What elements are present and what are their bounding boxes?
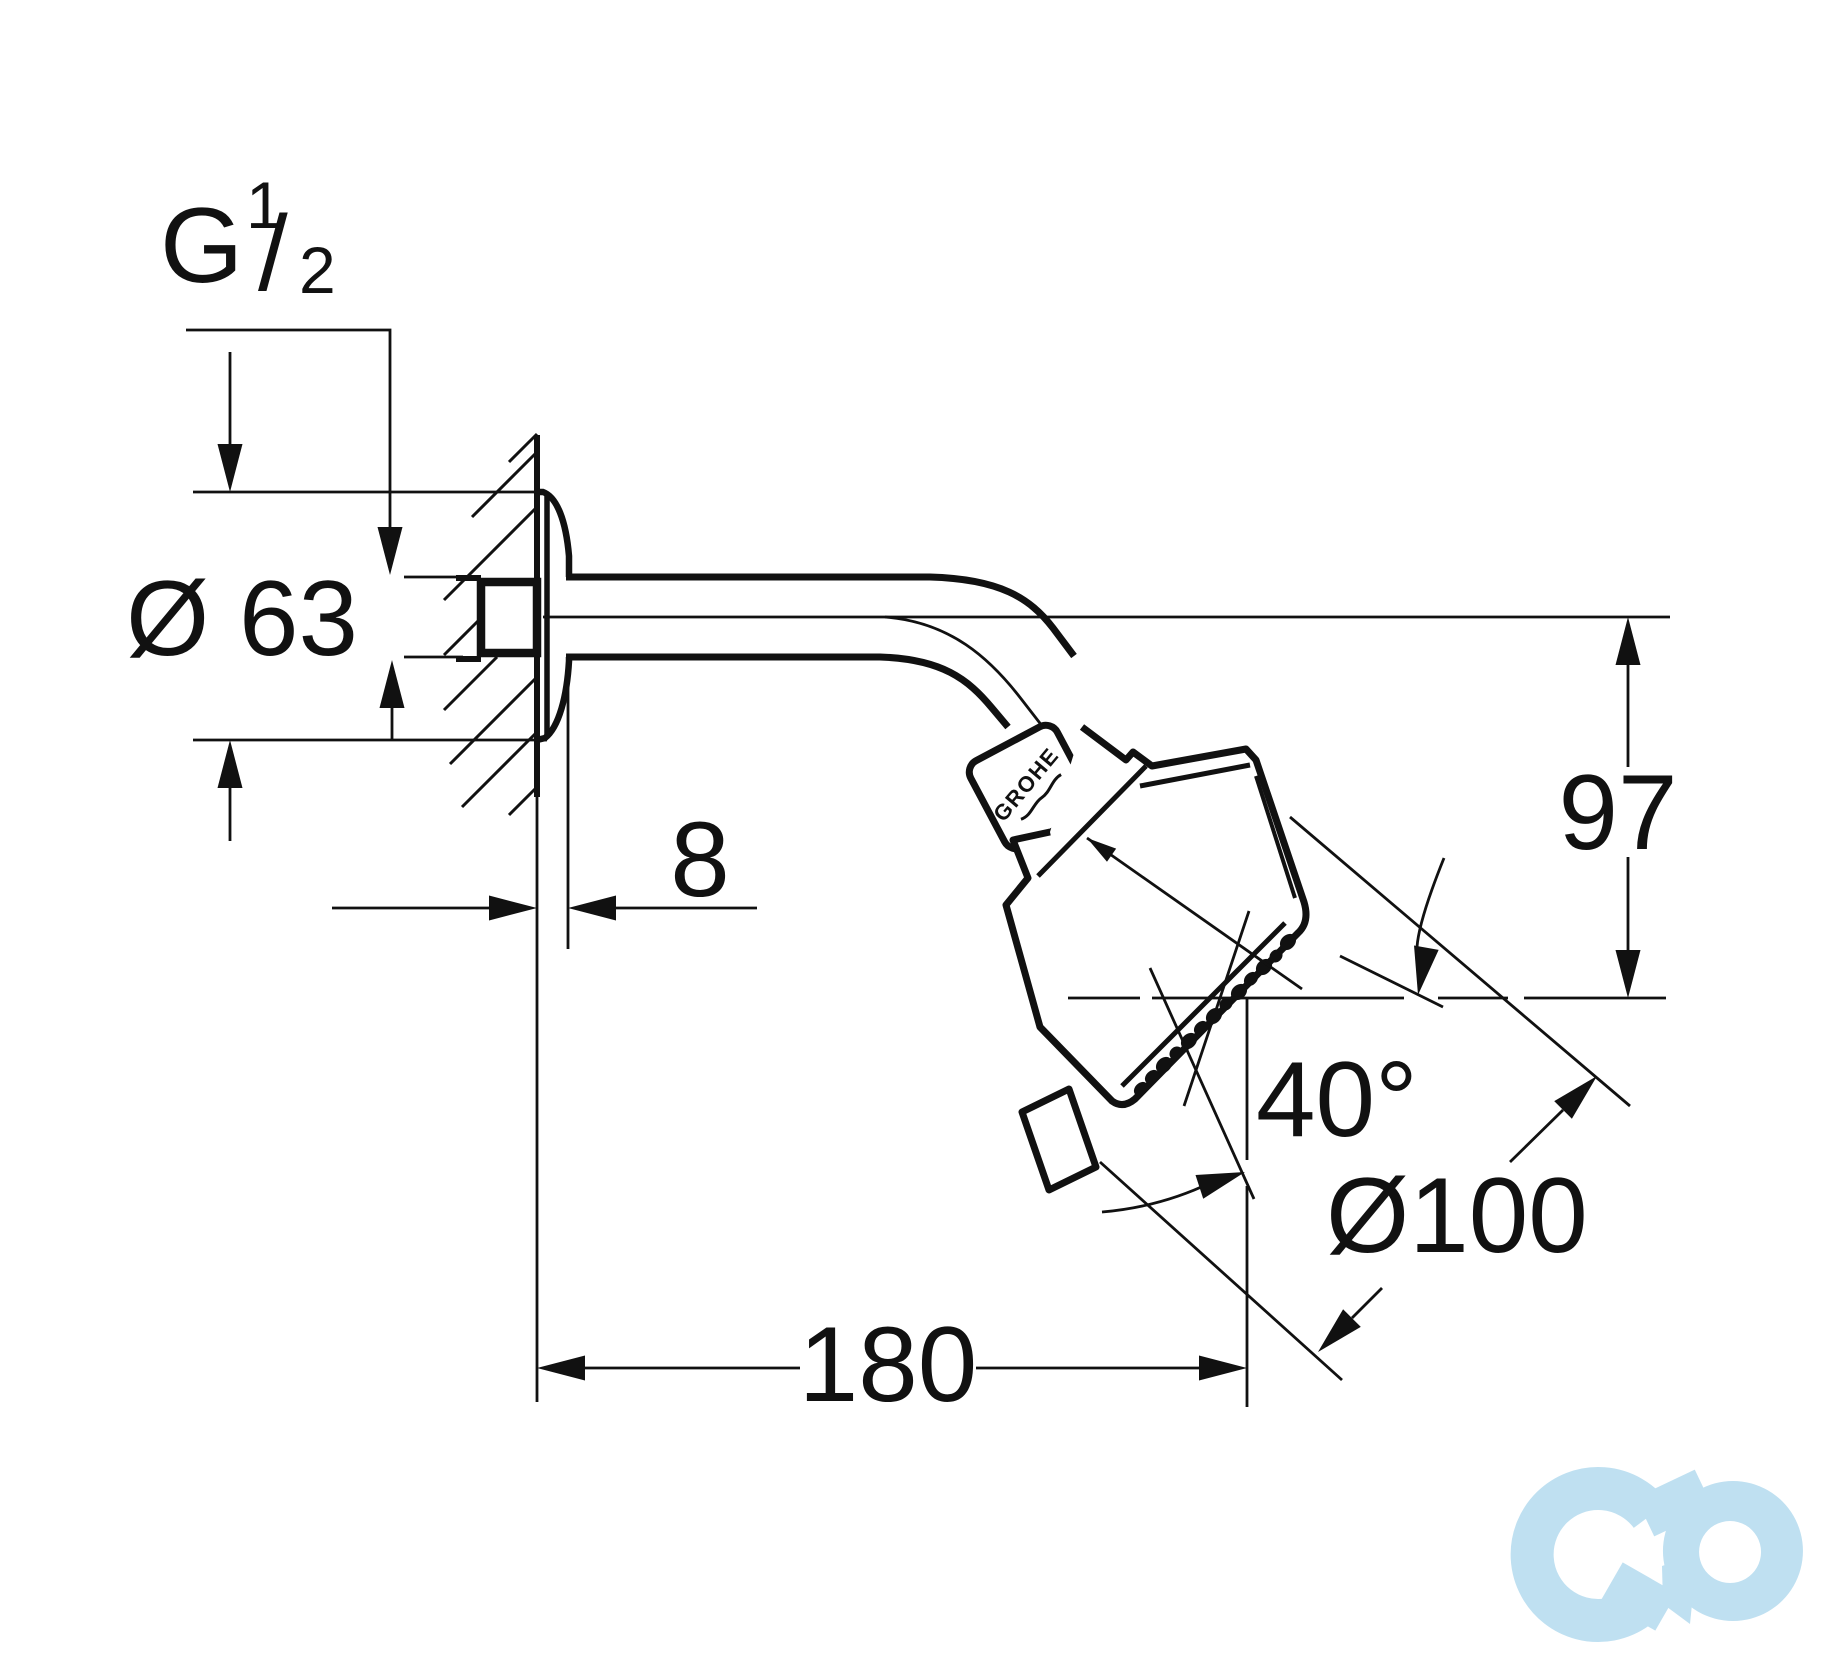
label-head-diameter: Ø100	[1326, 1155, 1588, 1275]
shower-arm	[543, 573, 1670, 732]
label-thread-numerator: 1	[246, 168, 283, 242]
dim-wall-distance: 180	[537, 1304, 1247, 1424]
cone-inner-line	[1254, 775, 1297, 899]
dim-spray-angle: 40°	[1101, 857, 1446, 1407]
logo-bridge-lower	[1601, 1562, 1677, 1631]
label-thread-denominator: 2	[299, 233, 336, 307]
mode-knob	[1018, 1085, 1100, 1194]
face-rim-line	[1120, 921, 1287, 1088]
pipe-stub	[456, 575, 542, 662]
shower-head	[1002, 724, 1310, 1108]
collar-divider-line	[1036, 764, 1148, 878]
dim-thread-g12: G 1 / 2	[160, 168, 463, 741]
logo-c-ring	[1510, 1467, 1674, 1642]
wall-hatching	[442, 432, 539, 817]
backplate-inner-line	[1139, 762, 1251, 789]
arm-bent-axis	[884, 615, 1048, 732]
dim-flange-diameter: Ø 63	[126, 352, 547, 841]
label-head-drop: 97	[1558, 752, 1677, 872]
swivel-construction-lines	[1086, 836, 1303, 1107]
label-flange-diameter: Ø 63	[126, 558, 358, 678]
label-spray-angle: 40°	[1256, 1039, 1418, 1159]
logo-d-ring	[1662, 1481, 1803, 1621]
dim-head-diameter: Ø100	[1099, 815, 1631, 1382]
label-thread-slash: /	[258, 193, 288, 313]
dim-head-drop: 97	[1068, 617, 1678, 1000]
watermark-logo	[1510, 1467, 1803, 1642]
label-flange-depth: 8	[670, 799, 730, 919]
label-thread-g: G	[160, 185, 243, 305]
dim-flange-depth: 8	[332, 664, 757, 1402]
spray-nozzles	[1133, 933, 1297, 1097]
label-wall-distance: 180	[799, 1304, 978, 1424]
logo-foot	[1662, 1554, 1697, 1624]
